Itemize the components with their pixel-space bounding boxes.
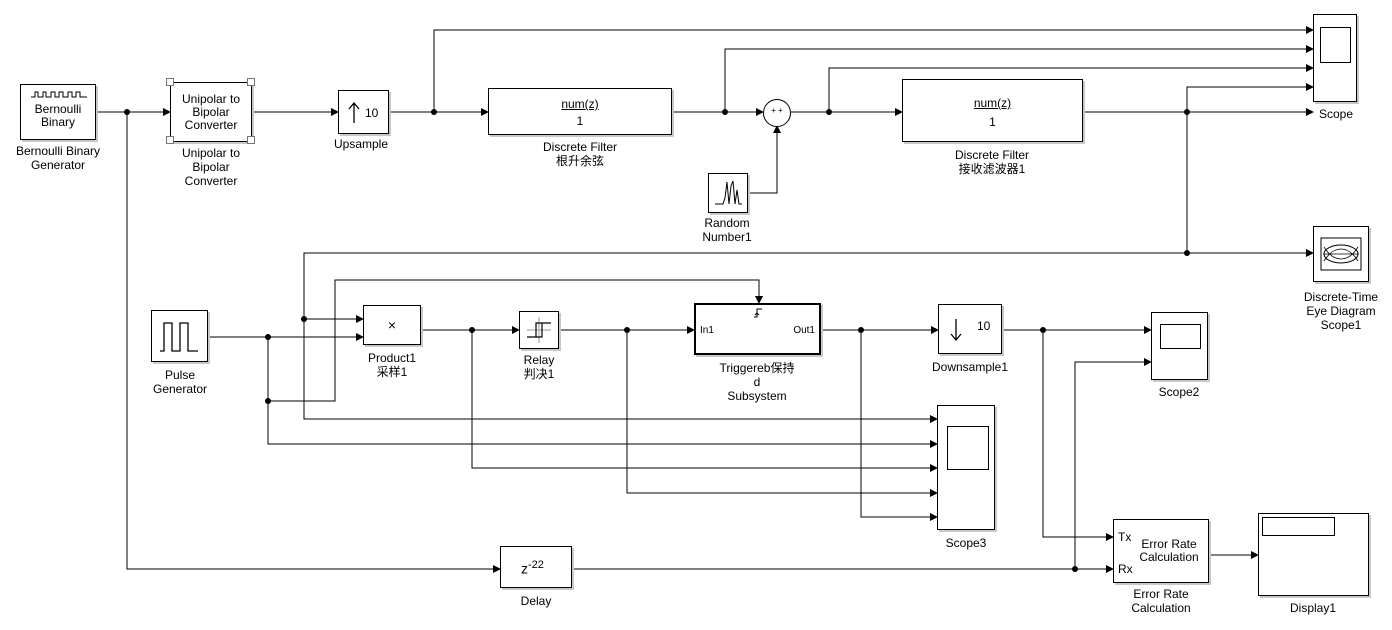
bernoulli-binary-generator-block[interactable]: Bernoulli Binary	[20, 84, 96, 140]
scope-label: Scope	[1318, 107, 1354, 121]
discrete-filter-block[interactable]: num(z) 1	[488, 88, 672, 135]
downsample-block[interactable]: 10	[938, 304, 1002, 354]
eye-diagram-scope-block[interactable]	[1313, 226, 1369, 282]
filter-numerator: num(z)	[973, 96, 1012, 110]
display-readout	[1262, 517, 1335, 536]
scope3-screen	[947, 426, 989, 470]
delay-label: Delay	[520, 594, 552, 608]
eye-diagram-icon	[1320, 237, 1362, 271]
downsample-factor: 10	[977, 319, 991, 333]
trigger-icon	[754, 308, 762, 318]
scope-block[interactable]	[1313, 14, 1357, 102]
selection-handle[interactable]	[247, 136, 255, 144]
pulse-generator-block[interactable]	[151, 310, 208, 362]
relay-block[interactable]	[519, 311, 559, 349]
unipolar-icon-text: Unipolar to Bipolar Converter	[181, 92, 241, 132]
scope2-label: Scope2	[1158, 385, 1200, 399]
sum-signs: + +	[771, 106, 783, 115]
delay-z: z-22	[521, 559, 544, 577]
upsample-factor: 10	[365, 106, 379, 120]
selection-handle[interactable]	[166, 136, 174, 144]
random-number-block[interactable]	[708, 173, 748, 213]
bit-waveform-icon	[31, 91, 87, 98]
filter-denominator: 1	[576, 114, 584, 128]
triggered-subsystem-block[interactable]: In1 Out1	[694, 303, 821, 355]
scope2-block[interactable]	[1151, 312, 1208, 380]
rx-port: Rx	[1118, 562, 1133, 576]
hysteresis-icon	[527, 317, 551, 343]
random-signal-icon	[715, 180, 742, 205]
multiply-icon: ×	[387, 317, 397, 333]
downsample-label: Downsample1	[931, 360, 1009, 374]
scope-screen	[1320, 27, 1351, 63]
down-arrow-icon	[950, 319, 962, 342]
upsample-label: Upsample	[333, 137, 389, 151]
delay-block[interactable]: z-22	[500, 546, 572, 588]
selection-handle[interactable]	[166, 78, 174, 86]
scope3-block[interactable]	[937, 405, 995, 530]
error-rate-calculation-block[interactable]: Tx Rx Error Rate Calculation	[1113, 519, 1209, 583]
selection-handle[interactable]	[247, 78, 255, 86]
unipolar-bipolar-converter-block[interactable]: Unipolar to Bipolar Converter	[170, 82, 252, 142]
scope2-screen	[1160, 324, 1201, 349]
product-block[interactable]: ×	[363, 305, 421, 345]
subsystem-in-port: In1	[700, 325, 714, 336]
tx-port: Tx	[1118, 530, 1132, 544]
error-rate-icon-text: Error Rate Calculation	[1139, 537, 1199, 564]
delay-exponent: -22	[528, 559, 544, 571]
subsystem-out-port: Out1	[793, 325, 815, 336]
bernoulli-icon-text: Bernoulli Binary	[34, 102, 82, 129]
scope3-label: Scope3	[945, 536, 987, 550]
upsample-block[interactable]: 10	[338, 90, 389, 134]
up-arrow-icon	[348, 101, 360, 123]
receive-filter-block[interactable]: num(z) 1	[902, 79, 1083, 142]
filter-denominator: 1	[989, 115, 996, 129]
display-label: Display1	[1289, 601, 1337, 615]
display-block[interactable]	[1258, 513, 1369, 596]
sum-block[interactable]: + +	[763, 99, 791, 127]
pulse-train-icon	[160, 322, 198, 352]
filter-numerator: num(z)	[561, 97, 599, 111]
